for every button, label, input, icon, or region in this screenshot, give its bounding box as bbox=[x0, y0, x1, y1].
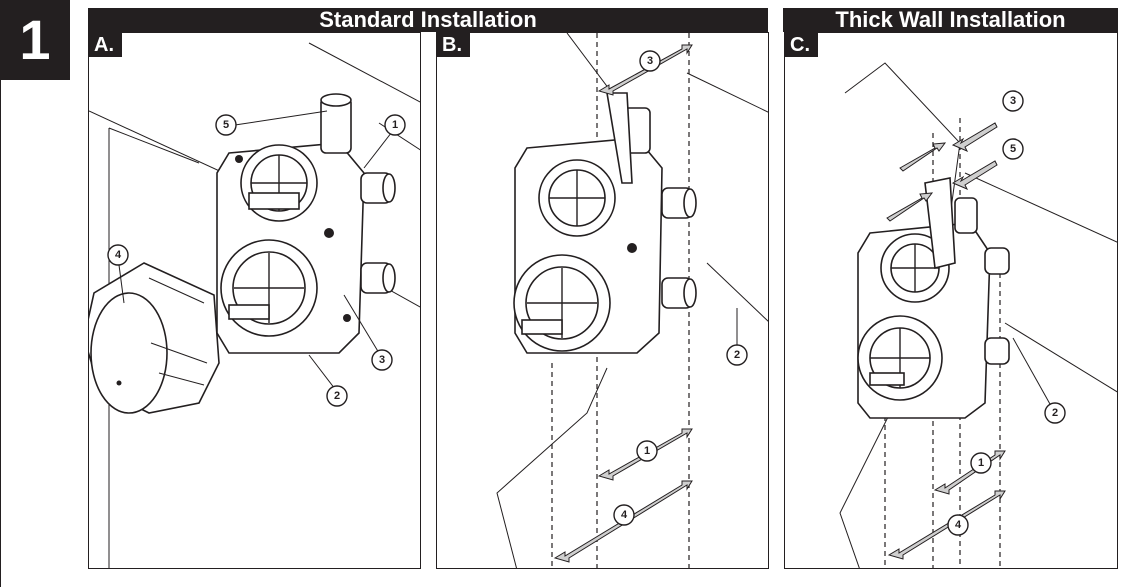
callout-2: 2 bbox=[726, 344, 748, 366]
panel-b-tag: B. bbox=[437, 33, 470, 57]
svg-text:3: 3 bbox=[379, 354, 385, 366]
svg-text:3: 3 bbox=[647, 55, 653, 67]
standard-installation-header: Standard Installation bbox=[88, 8, 768, 32]
svg-text:2: 2 bbox=[334, 390, 340, 402]
arrow-5 bbox=[951, 160, 998, 190]
callout-3: 3 bbox=[639, 50, 661, 72]
callout-3: 3 bbox=[371, 349, 393, 371]
callout-5: 5 bbox=[1002, 138, 1024, 160]
svg-text:1: 1 bbox=[978, 457, 984, 469]
callout-1: 1 bbox=[384, 114, 406, 136]
svg-text:2: 2 bbox=[1052, 407, 1058, 419]
step-divider-line bbox=[0, 80, 1, 587]
step-number-badge: 1 bbox=[0, 0, 70, 80]
callout-2: 2 bbox=[326, 385, 348, 407]
panel-b-illustration: 3 2 1 4 bbox=[496, 33, 768, 568]
svg-text:4: 4 bbox=[955, 519, 962, 531]
callout-5: 5 bbox=[215, 114, 237, 136]
svg-text:5: 5 bbox=[1010, 143, 1016, 155]
callout-1: 1 bbox=[970, 452, 992, 474]
panel-a-tag: A. bbox=[89, 33, 122, 57]
svg-text:1: 1 bbox=[644, 445, 650, 457]
callout-4: 4 bbox=[613, 504, 635, 526]
dimension-arrow-1 bbox=[933, 450, 1006, 495]
panel-a-illustration: 5 1 4 3 2 bbox=[89, 42, 420, 568]
plaster-guard-cap bbox=[89, 262, 220, 414]
valve-body bbox=[857, 197, 1010, 419]
callout-3: 3 bbox=[1002, 90, 1024, 112]
callout-4: 4 bbox=[947, 514, 969, 536]
thick-wall-installation-header: Thick Wall Installation bbox=[783, 8, 1118, 32]
panel-a-standard-installation: A. bbox=[88, 32, 421, 569]
svg-text:4: 4 bbox=[621, 509, 628, 521]
svg-text:5: 5 bbox=[223, 119, 229, 131]
svg-text:3: 3 bbox=[1010, 95, 1016, 107]
panel-c-illustration: 3 5 2 1 4 bbox=[839, 62, 1117, 568]
valve-body bbox=[216, 93, 396, 354]
arrow-upper-left bbox=[899, 142, 947, 172]
arrow-mid-left bbox=[886, 192, 934, 222]
arrow-3 bbox=[951, 122, 998, 152]
valve-body bbox=[513, 107, 697, 354]
callout-2: 2 bbox=[1044, 402, 1066, 424]
callout-4: 4 bbox=[107, 244, 129, 266]
svg-text:4: 4 bbox=[115, 249, 122, 261]
dimension-arrow-4 bbox=[887, 490, 1006, 560]
callout-1: 1 bbox=[636, 440, 658, 462]
panel-c-thick-wall: C. bbox=[784, 32, 1118, 569]
svg-text:2: 2 bbox=[734, 349, 740, 361]
panel-c-tag: C. bbox=[785, 33, 818, 57]
svg-text:1: 1 bbox=[392, 119, 398, 131]
panel-b-standard-depth: B. bbox=[436, 32, 769, 569]
